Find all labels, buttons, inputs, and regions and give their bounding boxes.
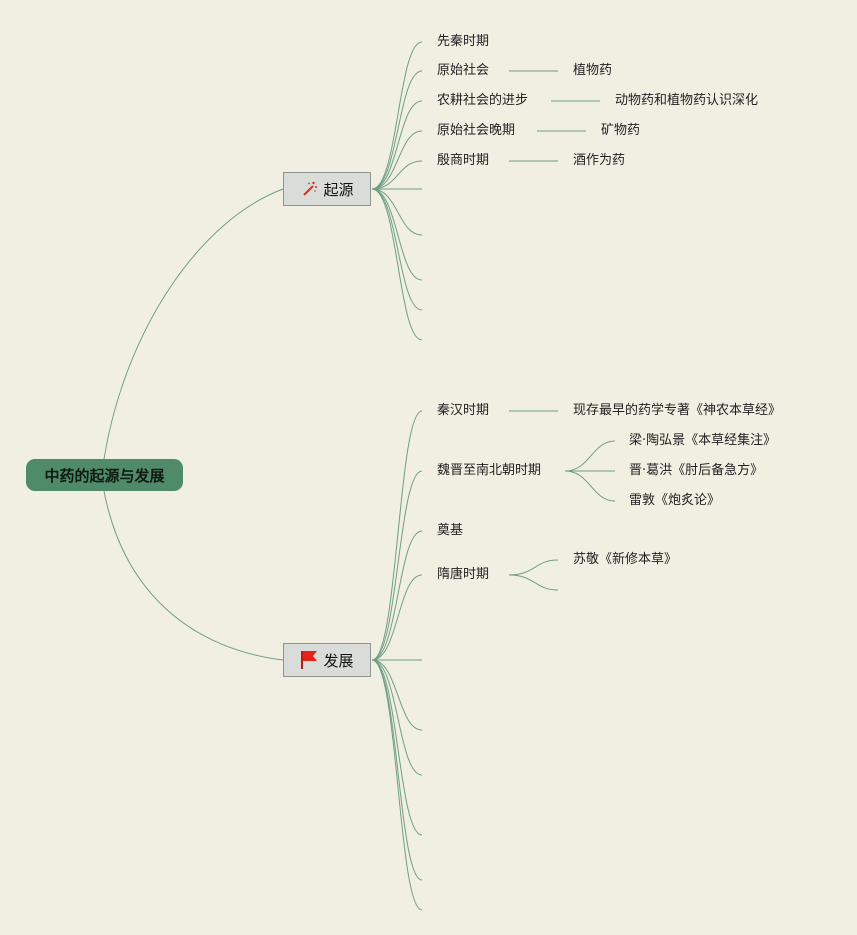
link-dev-3 — [371, 530, 423, 661]
link-dev-4 — [371, 574, 423, 661]
dev-topic-4[interactable]: 隋唐时期 — [437, 567, 490, 582]
central-topic[interactable]: 中药的起源与发展 — [26, 459, 183, 491]
link-dev-7 — [371, 659, 423, 776]
origin-topic-4[interactable]: 原始社会晚期 — [437, 123, 516, 138]
origin-topic-1[interactable]: 先秦时期 — [437, 34, 490, 49]
dev-topic-2[interactable]: 魏晋至南北朝时期 — [437, 463, 542, 478]
main-topic-origin-label: 起源 — [323, 180, 354, 199]
dev-topic-3[interactable]: 奠基 — [437, 523, 464, 538]
origin-topic-5-detail[interactable]: 酒作为药 — [573, 153, 626, 168]
link-origin-8 — [371, 188, 423, 281]
origin-topic-4-detail[interactable]: 矿物药 — [601, 123, 641, 138]
origin-topic-3[interactable]: 农耕社会的进步 — [437, 93, 529, 108]
link-origin-4 — [371, 130, 423, 190]
link-dev-sub-4b — [508, 574, 559, 591]
main-topic-development-label: 发展 — [323, 651, 354, 670]
main-topic-development[interactable]: 发展 — [283, 643, 371, 677]
central-topic-label: 中药的起源与发展 — [44, 466, 165, 485]
link-dev-6 — [371, 659, 423, 731]
dev-topic-2-detail-2[interactable]: 晋·葛洪《肘后备急方》 — [629, 463, 764, 478]
link-origin-9 — [371, 188, 423, 311]
link-origin-5 — [371, 160, 423, 190]
link-dev-8 — [371, 659, 423, 836]
dev-topic-2-detail-3[interactable]: 雷敦《炮炙论》 — [629, 493, 721, 508]
origin-topic-5[interactable]: 殷商时期 — [437, 153, 490, 168]
link-origin-1 — [371, 41, 423, 190]
link-dev-10 — [371, 659, 423, 911]
link-origin-2 — [371, 70, 423, 190]
link-dev-sub-4a — [508, 559, 559, 576]
link-origin-10 — [371, 188, 423, 341]
dev-topic-1[interactable]: 秦汉时期 — [437, 403, 490, 418]
dev-topic-2-detail-1[interactable]: 梁·陶弘景《本草经集注》 — [629, 433, 777, 448]
link-dev-2 — [371, 470, 423, 661]
link-root-development — [103, 490, 284, 661]
origin-topic-3-detail[interactable]: 动物药和植物药认识深化 — [615, 93, 759, 108]
link-dev-sub-2a — [564, 440, 616, 472]
link-dev-1 — [371, 410, 423, 661]
origin-topic-2-detail[interactable]: 植物药 — [573, 63, 613, 78]
red-flag-icon — [300, 650, 318, 670]
link-root-origin — [103, 188, 284, 460]
link-origin-7 — [371, 188, 423, 236]
dev-topic-4-detail-1[interactable]: 苏敬《新修本草》 — [573, 552, 678, 567]
main-topic-origin[interactable]: 起源 — [283, 172, 371, 206]
magic-wand-icon — [300, 180, 318, 198]
link-origin-3 — [371, 100, 423, 190]
dev-topic-1-detail[interactable]: 现存最早的药学专著《神农本草经》 — [573, 403, 782, 418]
origin-topic-2[interactable]: 原始社会 — [437, 63, 490, 78]
link-dev-sub-2c — [564, 470, 616, 502]
